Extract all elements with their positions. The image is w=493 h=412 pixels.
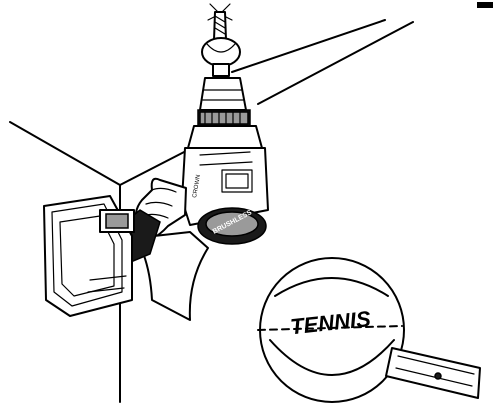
page-corner-tab <box>477 2 493 8</box>
drill-bit-spinning <box>208 4 232 40</box>
drill-bit-closeup <box>386 348 480 398</box>
drill-battery-pack <box>44 196 134 316</box>
tennis-ball-closeup: TENNIS <box>258 258 404 402</box>
cordless-drill: CROWN BRUSHLESS <box>182 78 268 244</box>
